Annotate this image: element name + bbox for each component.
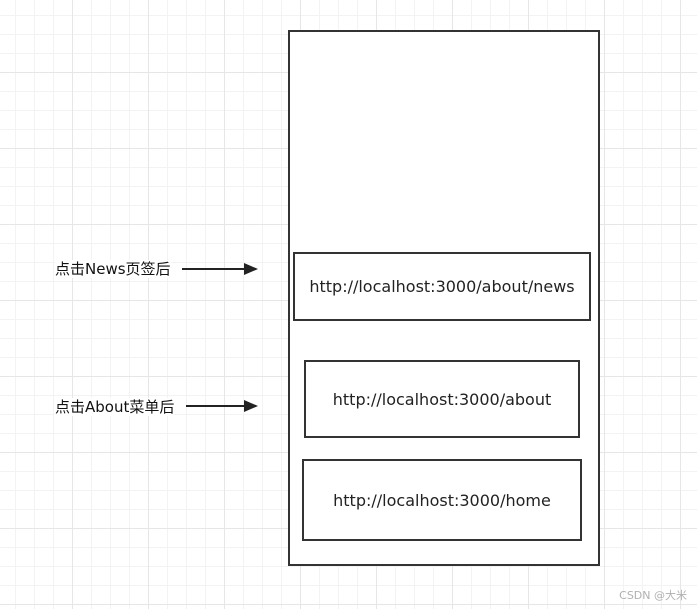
arrow-right-icon [182, 263, 258, 275]
history-entry-home: http://localhost:3000/home [302, 459, 582, 541]
history-entry-about: http://localhost:3000/about [304, 360, 580, 438]
history-entry-url: http://localhost:3000/about/news [309, 277, 575, 296]
annotation-click-news-tab: 点击News页签后 [55, 260, 171, 278]
history-entry-url: http://localhost:3000/home [333, 490, 551, 510]
history-entry-url: http://localhost:3000/about [332, 389, 552, 409]
annotation-click-about-menu: 点击About菜单后 [55, 398, 175, 416]
history-entry-about-news: http://localhost:3000/about/news [293, 252, 591, 321]
watermark: CSDN @大米 [619, 589, 687, 602]
arrow-right-icon [186, 400, 258, 412]
